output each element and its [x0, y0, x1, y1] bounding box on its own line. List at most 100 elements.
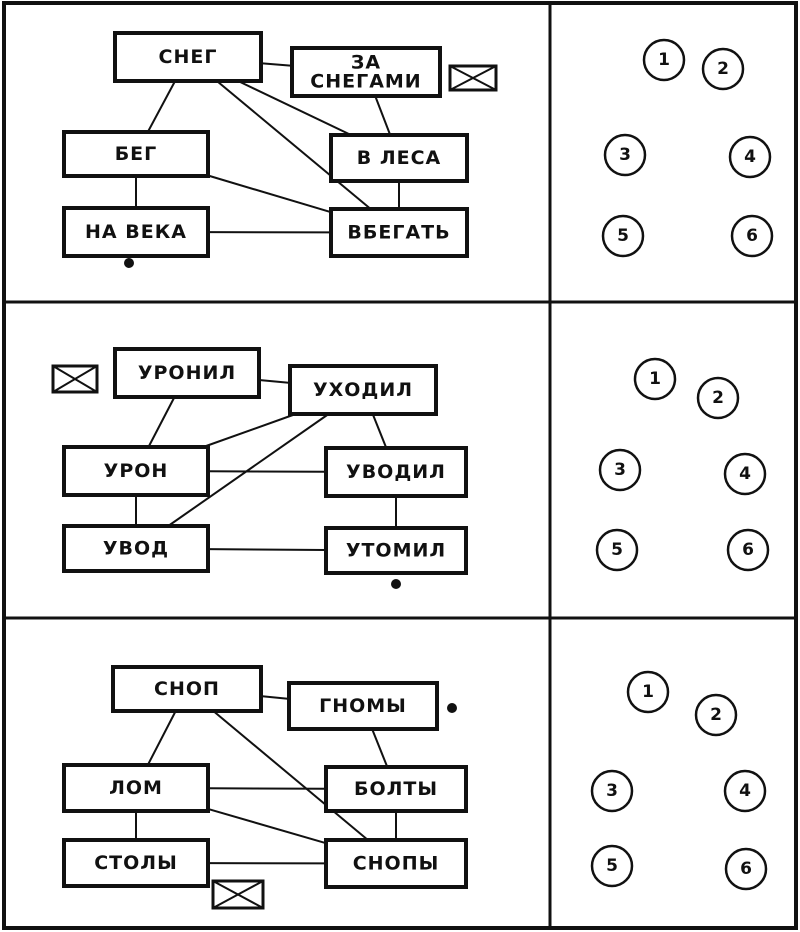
word-box: ЛОМ	[62, 763, 210, 813]
word-label: БОЛТЫ	[354, 778, 438, 800]
number-circle-ring	[590, 844, 634, 888]
number-circle: 6	[726, 528, 770, 572]
number-circle: 2	[701, 47, 745, 91]
number-label: 5	[617, 226, 629, 246]
word-box: УРОН	[62, 445, 210, 497]
number-circle: 5	[595, 528, 639, 572]
number-label: 5	[611, 540, 623, 560]
number-circle-ring	[590, 769, 634, 813]
number-circle-ring	[603, 133, 647, 177]
number-circle-ring	[730, 214, 774, 258]
number-label: 2	[710, 705, 722, 725]
word-label: УХОДИЛ	[313, 379, 413, 401]
word-label: УРОН	[104, 460, 169, 482]
number-label: 5	[606, 856, 618, 876]
connector-line	[212, 710, 369, 841]
word-box-frame	[324, 446, 468, 498]
word-label: ГНОМЫ	[319, 695, 407, 717]
word-box-frame	[290, 46, 442, 98]
number-label: 6	[740, 859, 752, 879]
word-box-frame	[288, 364, 438, 416]
word-box: НА ВЕКА	[62, 206, 210, 258]
number-circle: 5	[590, 844, 634, 888]
word-box-frame	[62, 838, 210, 888]
number-circle-ring	[726, 528, 770, 572]
word-box: БОЛТЫ	[324, 765, 468, 813]
word-box: ГНОМЫ	[287, 681, 439, 731]
number-circle-ring	[642, 38, 686, 82]
connector-line	[260, 695, 290, 700]
word-label: УТОМИЛ	[346, 540, 446, 562]
word-box-frame	[329, 207, 469, 258]
connector-line	[147, 396, 176, 448]
word-box-frame	[62, 524, 210, 573]
number-label: 3	[619, 145, 631, 165]
number-circle-ring	[728, 135, 772, 179]
word-box: УТОМИЛ	[324, 526, 468, 575]
word-box-frame	[287, 681, 439, 731]
word-box-frame	[62, 763, 210, 813]
word-label: СНЕГ	[159, 46, 218, 68]
graph-links	[135, 62, 400, 234]
number-circle: 6	[724, 847, 768, 891]
number-circle-ring	[595, 528, 639, 572]
envelope-icon	[51, 364, 99, 394]
dot-marker-icon	[124, 258, 134, 268]
word-box: СТОЛЫ	[62, 838, 210, 888]
word-box: СНОП	[111, 665, 263, 713]
number-circle: 1	[633, 357, 677, 401]
connector-line	[260, 62, 293, 67]
dot-marker-icon	[391, 579, 401, 589]
word-label: ВБЕГАТЬ	[347, 222, 450, 244]
number-circles: 1 2 3 4 5 6	[601, 38, 774, 258]
number-circle: 2	[696, 376, 740, 420]
number-label: 4	[744, 147, 756, 167]
number-label: 6	[742, 540, 754, 560]
number-circle-ring	[601, 214, 645, 258]
word-box: УВОДИЛ	[324, 446, 468, 498]
word-box: УХОДИЛ	[288, 364, 438, 416]
number-circle-ring	[633, 357, 677, 401]
number-circle: 1	[626, 670, 670, 714]
connector-line	[374, 95, 392, 136]
word-box-frame	[324, 526, 468, 575]
word-box: УВОД	[62, 524, 210, 573]
number-label: 2	[712, 388, 724, 408]
word-box-frame	[113, 31, 263, 83]
number-circle-ring	[694, 693, 738, 737]
word-box-frame	[62, 130, 210, 178]
word-label: В ЛЕСА	[357, 147, 442, 169]
number-label: 1	[658, 50, 670, 70]
word-label: СНОП	[154, 678, 220, 700]
word-box-frame	[324, 838, 468, 889]
word-label: УРОНИЛ	[138, 362, 236, 384]
connector-line	[202, 413, 297, 448]
word-box: УРОНИЛ	[113, 347, 261, 399]
connector-line	[258, 379, 291, 384]
number-circle: 6	[730, 214, 774, 258]
graph-links	[135, 379, 397, 551]
word-label: ЗА	[351, 52, 381, 74]
graph-boxes: УРОНИЛ УРОН УВОД УХОДИЛ УВОДИЛ УТОМИЛ	[62, 347, 468, 575]
number-circle-ring	[723, 769, 767, 813]
word-box-frame	[62, 445, 210, 497]
envelope-icon	[211, 879, 265, 910]
word-box: БЕГ	[62, 130, 210, 178]
connector-line	[371, 728, 389, 768]
graph-links	[135, 695, 397, 865]
number-label: 4	[739, 464, 751, 484]
connector-line	[216, 80, 372, 210]
word-box-frame	[111, 665, 263, 713]
word-box: СНЕГ	[113, 31, 263, 83]
connector-line	[207, 174, 332, 214]
number-circle-ring	[723, 452, 767, 496]
word-box-frame	[113, 347, 261, 399]
